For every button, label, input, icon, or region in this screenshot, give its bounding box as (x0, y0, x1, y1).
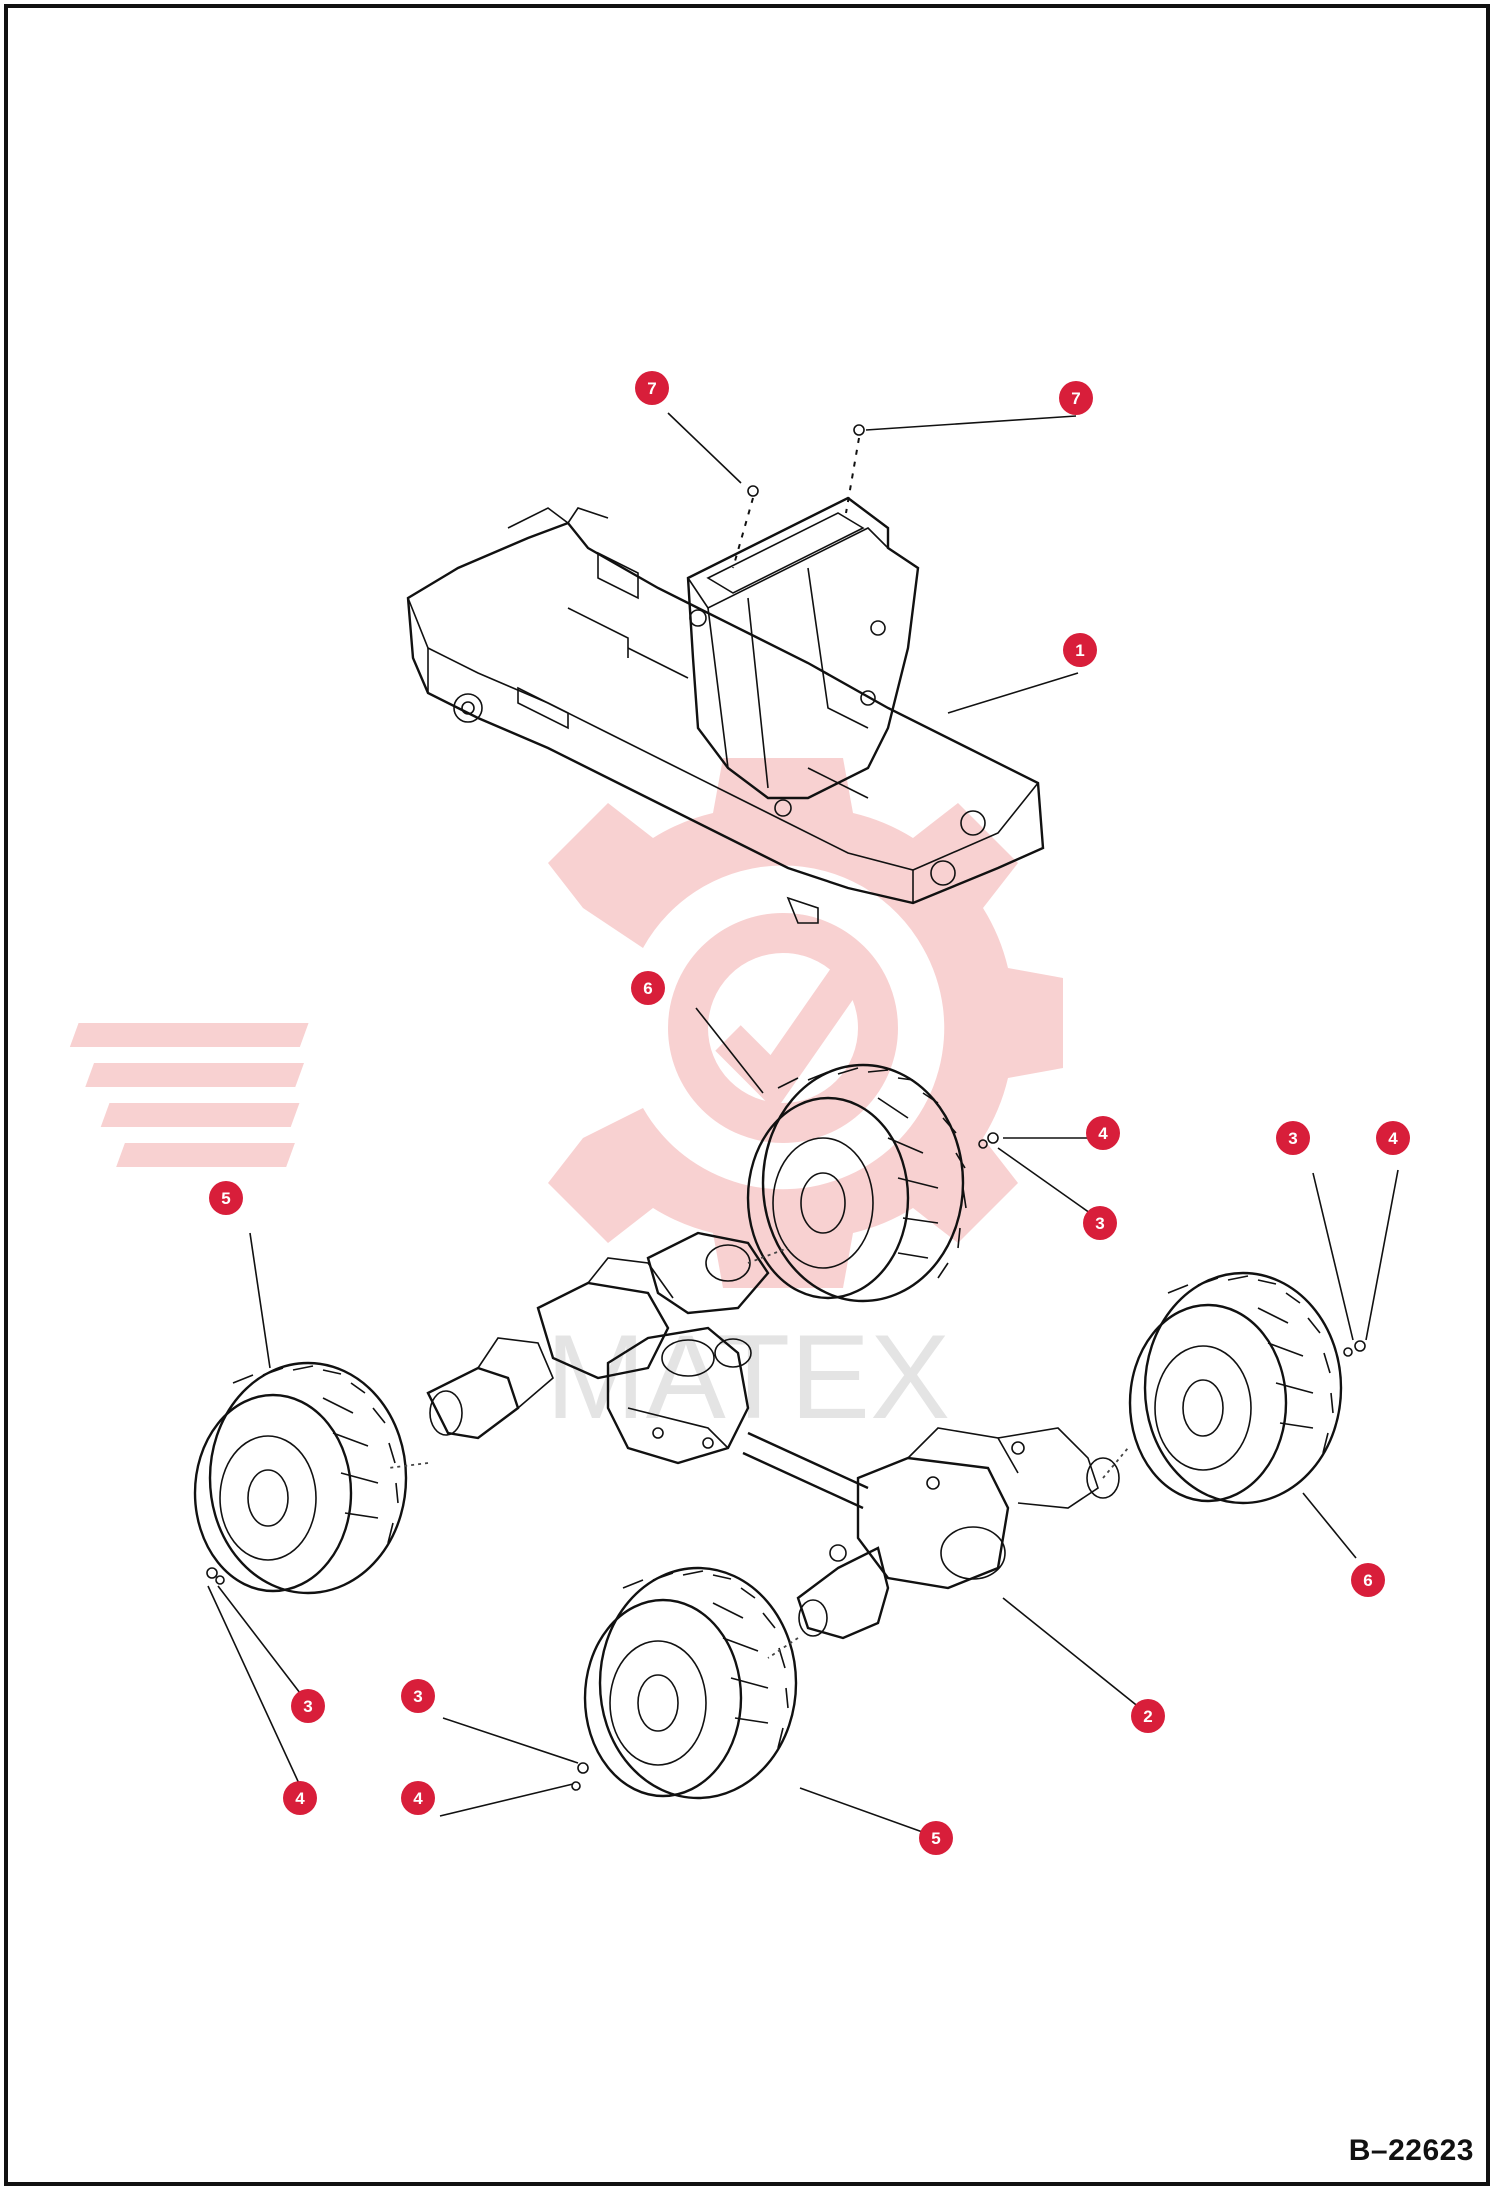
callout-5-left[interactable]: 5 (209, 1181, 243, 1215)
callout-5-left-badge[interactable] (209, 1181, 243, 1215)
callout-7-right-badge[interactable] (1059, 381, 1093, 415)
callout-1-badge[interactable] (1063, 633, 1097, 667)
callout-3-right[interactable]: 3 (1276, 1121, 1310, 1155)
callout-4-mid-badge[interactable] (1086, 1116, 1120, 1150)
callout-7-left-number: 7 (647, 379, 656, 398)
callout-7-right-number: 7 (1071, 389, 1080, 408)
callout-6-right[interactable]: 6 (1351, 1563, 1385, 1597)
callout-5-bottom-badge[interactable] (919, 1821, 953, 1855)
callout-2[interactable]: 2 (1131, 1699, 1165, 1733)
callout-4-bottom[interactable]: 4 (401, 1781, 435, 1815)
callout-6-top[interactable]: 6 (631, 971, 665, 1005)
axle-assembly-part (426, 1231, 1120, 1640)
callout-6-top-badge[interactable] (631, 971, 665, 1005)
callout-3-right-badge[interactable] (1276, 1121, 1310, 1155)
callout-3-bottom[interactable]: 3 (401, 1679, 435, 1713)
callout-1[interactable]: 1 (1063, 633, 1097, 667)
callout-7-right[interactable]: 7 (1059, 381, 1093, 415)
callout-3-bottom-number: 3 (413, 1687, 422, 1706)
callout-2-number: 2 (1143, 1707, 1152, 1726)
watermark-gear-logo (69, 758, 1063, 1288)
callout-4-right-number: 4 (1388, 1129, 1398, 1148)
wheel-fasteners (206, 1132, 1366, 1791)
figure-reference: B–22623 (1348, 2134, 1474, 2167)
callout-4-mid-number: 4 (1098, 1124, 1108, 1143)
callout-3-left-badge[interactable] (291, 1689, 325, 1723)
tire-upper-center (746, 1063, 967, 1303)
callout-6-right-badge[interactable] (1351, 1563, 1385, 1597)
callout-6-top-number: 6 (643, 979, 652, 998)
callout-3-right-number: 3 (1288, 1129, 1297, 1148)
callout-1-number: 1 (1075, 641, 1084, 660)
callout-3-left[interactable]: 3 (291, 1689, 325, 1723)
tire-right (1128, 1271, 1343, 1505)
callout-4-right-badge[interactable] (1376, 1121, 1410, 1155)
callout-markers[interactable]: 7 7 1 6 4 3 3 4 5 6 3 4 3 4 2 5 (209, 371, 1410, 1855)
watermark-text: MATEX (546, 1310, 950, 1444)
main-frame-part (406, 424, 1045, 924)
callout-5-left-number: 5 (221, 1189, 230, 1208)
callout-4-right[interactable]: 4 (1376, 1121, 1410, 1155)
callout-4-left[interactable]: 4 (283, 1781, 317, 1815)
callout-2-badge[interactable] (1131, 1699, 1165, 1733)
callout-3-mid-number: 3 (1095, 1214, 1104, 1233)
callout-4-mid[interactable]: 4 (1086, 1116, 1120, 1150)
callout-4-bottom-number: 4 (413, 1789, 423, 1808)
callout-3-mid[interactable]: 3 (1083, 1206, 1117, 1240)
callout-3-bottom-badge[interactable] (401, 1679, 435, 1713)
tire-left (193, 1361, 408, 1595)
callout-leader-lines (207, 412, 1399, 1835)
callout-5-bottom[interactable]: 5 (919, 1821, 953, 1855)
diagram-frame: MATEX (4, 4, 1490, 2186)
tire-lower-center (583, 1566, 798, 1800)
callout-7-left-badge[interactable] (635, 371, 669, 405)
callout-4-left-badge[interactable] (283, 1781, 317, 1815)
callout-6-right-number: 6 (1363, 1571, 1372, 1590)
callout-4-bottom-badge[interactable] (401, 1781, 435, 1815)
callout-7-left[interactable]: 7 (635, 371, 669, 405)
callout-3-mid-badge[interactable] (1083, 1206, 1117, 1240)
callout-4-left-number: 4 (295, 1789, 305, 1808)
callout-5-bottom-number: 5 (931, 1829, 940, 1848)
callout-3-left-number: 3 (303, 1697, 312, 1716)
exploded-parts-drawing: MATEX (69, 371, 1410, 1855)
